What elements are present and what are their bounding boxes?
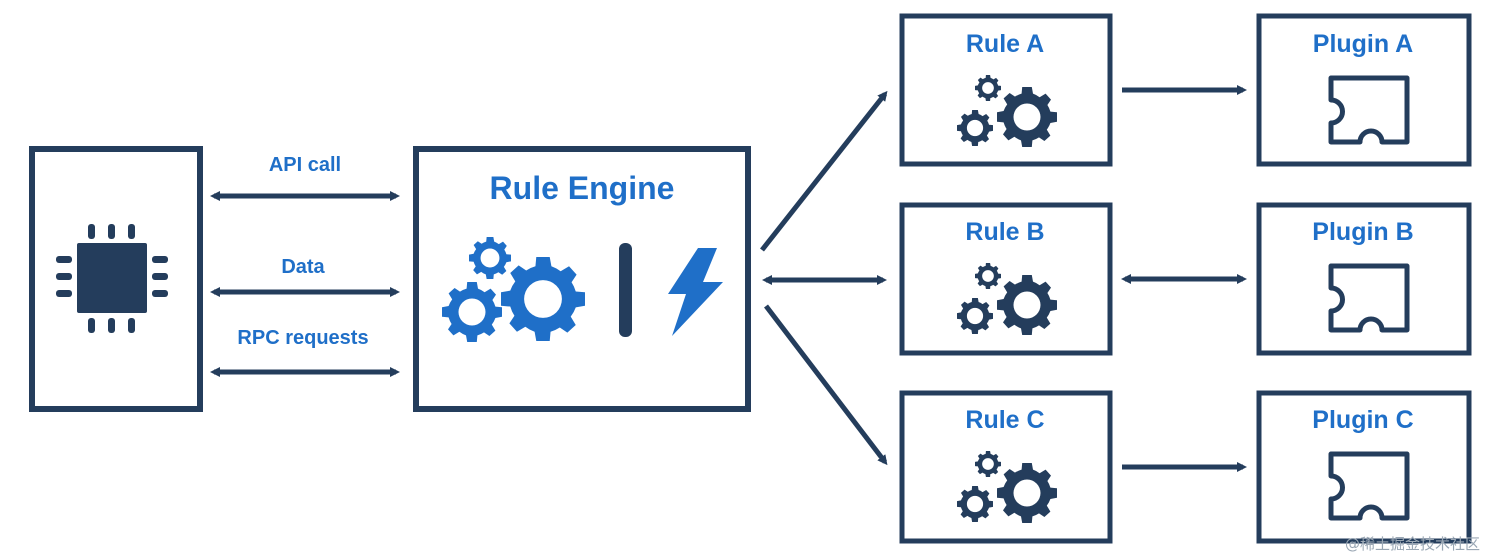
watermark: @稀土掘金技术社区 (1345, 535, 1480, 553)
arrow-engine-to-rule-c (764, 304, 888, 466)
plugin-a-label: Plugin A (1313, 30, 1413, 58)
rule-a-box: Rule A (899, 13, 1113, 167)
lightning-icon (668, 248, 723, 336)
puzzle-piece-icon (1328, 75, 1410, 145)
plugin-a-box: Plugin A (1256, 13, 1472, 167)
puzzle-piece-icon (1328, 263, 1410, 333)
plugin-b-box: Plugin B (1256, 202, 1472, 356)
plugin-b-label: Plugin B (1312, 218, 1413, 246)
api-call-label: API call (269, 154, 341, 176)
plugin-c-box: Plugin C (1256, 390, 1472, 544)
rule-b-box: Rule B (899, 202, 1113, 356)
rule-c-label: Rule C (965, 406, 1044, 434)
rule-b-label: Rule B (965, 218, 1044, 246)
arrow-engine-to-rule-a (760, 90, 888, 252)
chip-icon (56, 224, 168, 333)
rule-engine-title: Rule Engine (490, 170, 675, 206)
puzzle-piece-icon (1328, 451, 1410, 521)
rpc-requests-label: RPC requests (237, 327, 368, 349)
data-label: Data (281, 256, 325, 278)
plugin-c-label: Plugin C (1312, 406, 1413, 434)
rule-c-box: Rule C (899, 390, 1113, 544)
rule-a-label: Rule A (966, 30, 1044, 58)
divider-bar (619, 243, 632, 337)
